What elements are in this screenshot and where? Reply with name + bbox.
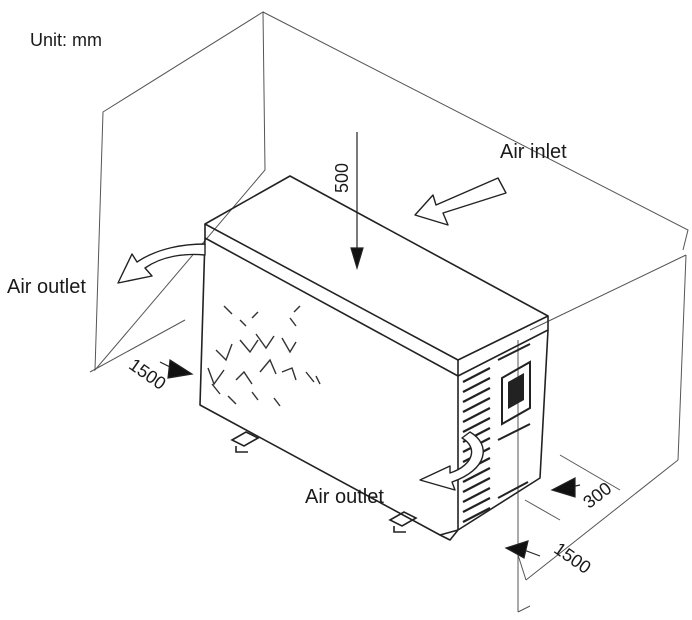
side-grille bbox=[462, 367, 491, 523]
air-inlet-arrow bbox=[414, 177, 507, 226]
fan-guard-pattern bbox=[207, 305, 321, 407]
mounting-feet bbox=[230, 431, 418, 533]
air-outlet-right-arrow bbox=[419, 431, 484, 491]
air-inlet-label: Air inlet bbox=[500, 141, 567, 163]
heat-pump-unit bbox=[199, 175, 549, 541]
control-panel bbox=[497, 343, 531, 499]
dimension-front-1500: 1500 bbox=[550, 538, 594, 577]
dimension-arrows bbox=[159, 132, 581, 559]
dimension-rear-300: 300 bbox=[579, 478, 615, 512]
air-outlet-left-arrow bbox=[117, 243, 206, 284]
clearance-box bbox=[89, 11, 689, 613]
air-outlet-right-label: Air outlet bbox=[305, 486, 384, 508]
unit-label: Unit: mm bbox=[30, 30, 102, 50]
dimension-top-500: 500 bbox=[332, 163, 352, 193]
air-outlet-left-label: Air outlet bbox=[7, 276, 86, 298]
dimension-left-1500: 1500 bbox=[125, 354, 169, 393]
